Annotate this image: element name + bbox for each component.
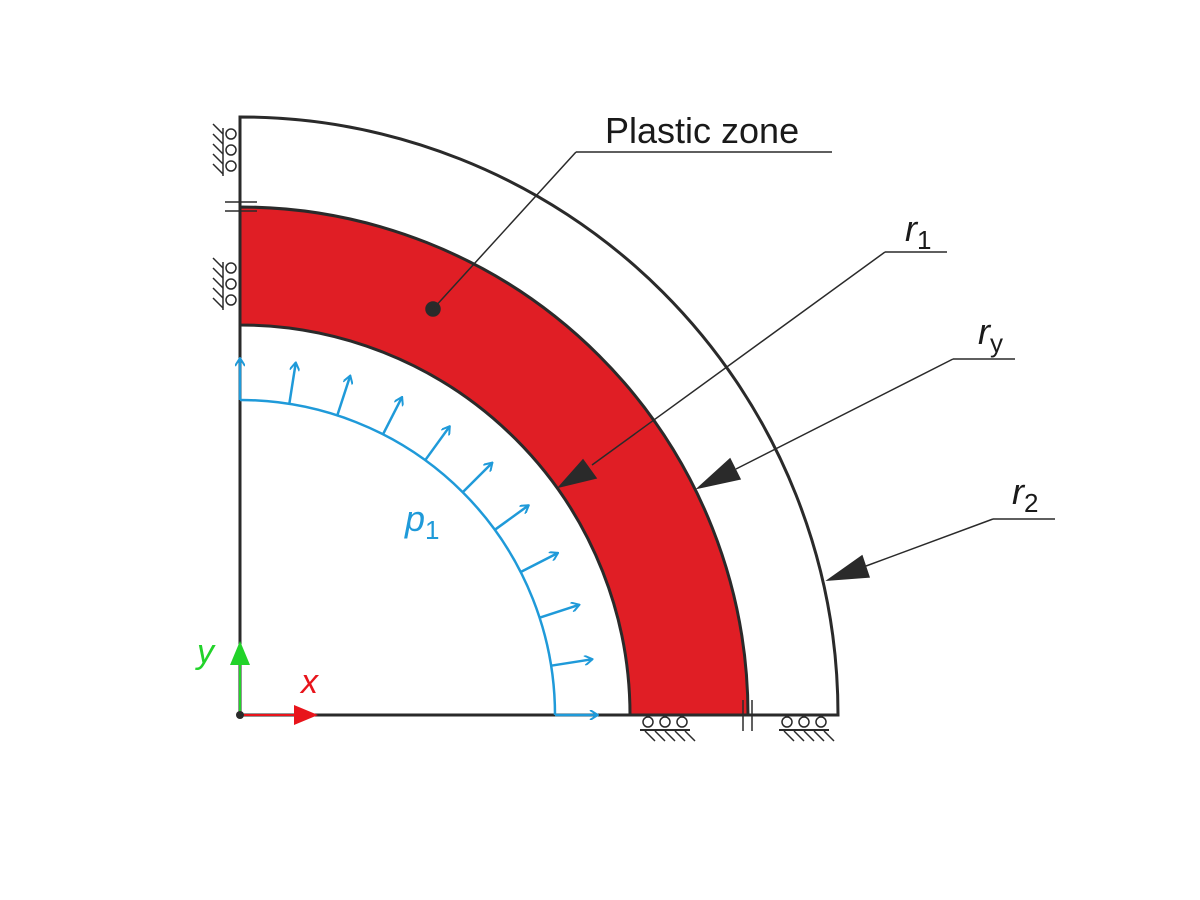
pressure-arrow-icon [381, 397, 402, 435]
y-axis-arrow-icon [230, 641, 250, 665]
ry-label-main: r [978, 311, 992, 352]
leader-r2 [825, 518, 1055, 581]
pressure-arrow-icon [539, 605, 580, 619]
break-mark-left [225, 201, 257, 212]
roller-support-icon [212, 123, 237, 176]
ry-label-sub: y [990, 328, 1003, 358]
pressure-arrow-icon [288, 362, 296, 405]
r2-label: r2 [1012, 471, 1038, 518]
roller-support-icon [212, 257, 237, 310]
y-axis-label: y [195, 633, 216, 671]
pressure-arrows [288, 362, 593, 667]
x-axis-arrow-icon [294, 705, 318, 725]
p1-label-main: p [404, 498, 425, 539]
pressure-arrow-icon [550, 659, 593, 667]
r2-label-sub: 2 [1024, 488, 1038, 518]
pressure-load [240, 358, 598, 715]
x-axis-label: x [299, 663, 319, 701]
leader-r1 [556, 251, 947, 489]
ry-label: ry [978, 311, 1003, 358]
p1-label: p1 [404, 498, 440, 545]
plastic-zone-label: Plastic zone [605, 110, 799, 151]
r1-label-main: r [905, 208, 919, 249]
p1-label-sub: 1 [425, 515, 439, 545]
pressure-arrow-icon [336, 376, 350, 416]
plastic-zone-region [238, 205, 750, 717]
roller-support-icon [779, 716, 835, 742]
origin-dot [236, 711, 244, 719]
pressure-arrow-icon [424, 426, 450, 461]
roller-support-icon [640, 716, 696, 742]
r2-label-main: r [1012, 471, 1026, 512]
break-mark-bottom [742, 700, 753, 731]
pressure-arrow-icon [494, 505, 529, 531]
coordinate-axes [230, 641, 318, 725]
pressure-arrow-icon [520, 553, 558, 574]
leader-plastic-zone [425, 151, 832, 317]
r1-label: r1 [905, 208, 931, 255]
r1-label-sub: 1 [917, 225, 931, 255]
pressure-arrow-icon [461, 463, 493, 494]
leader-ry [695, 358, 1015, 490]
